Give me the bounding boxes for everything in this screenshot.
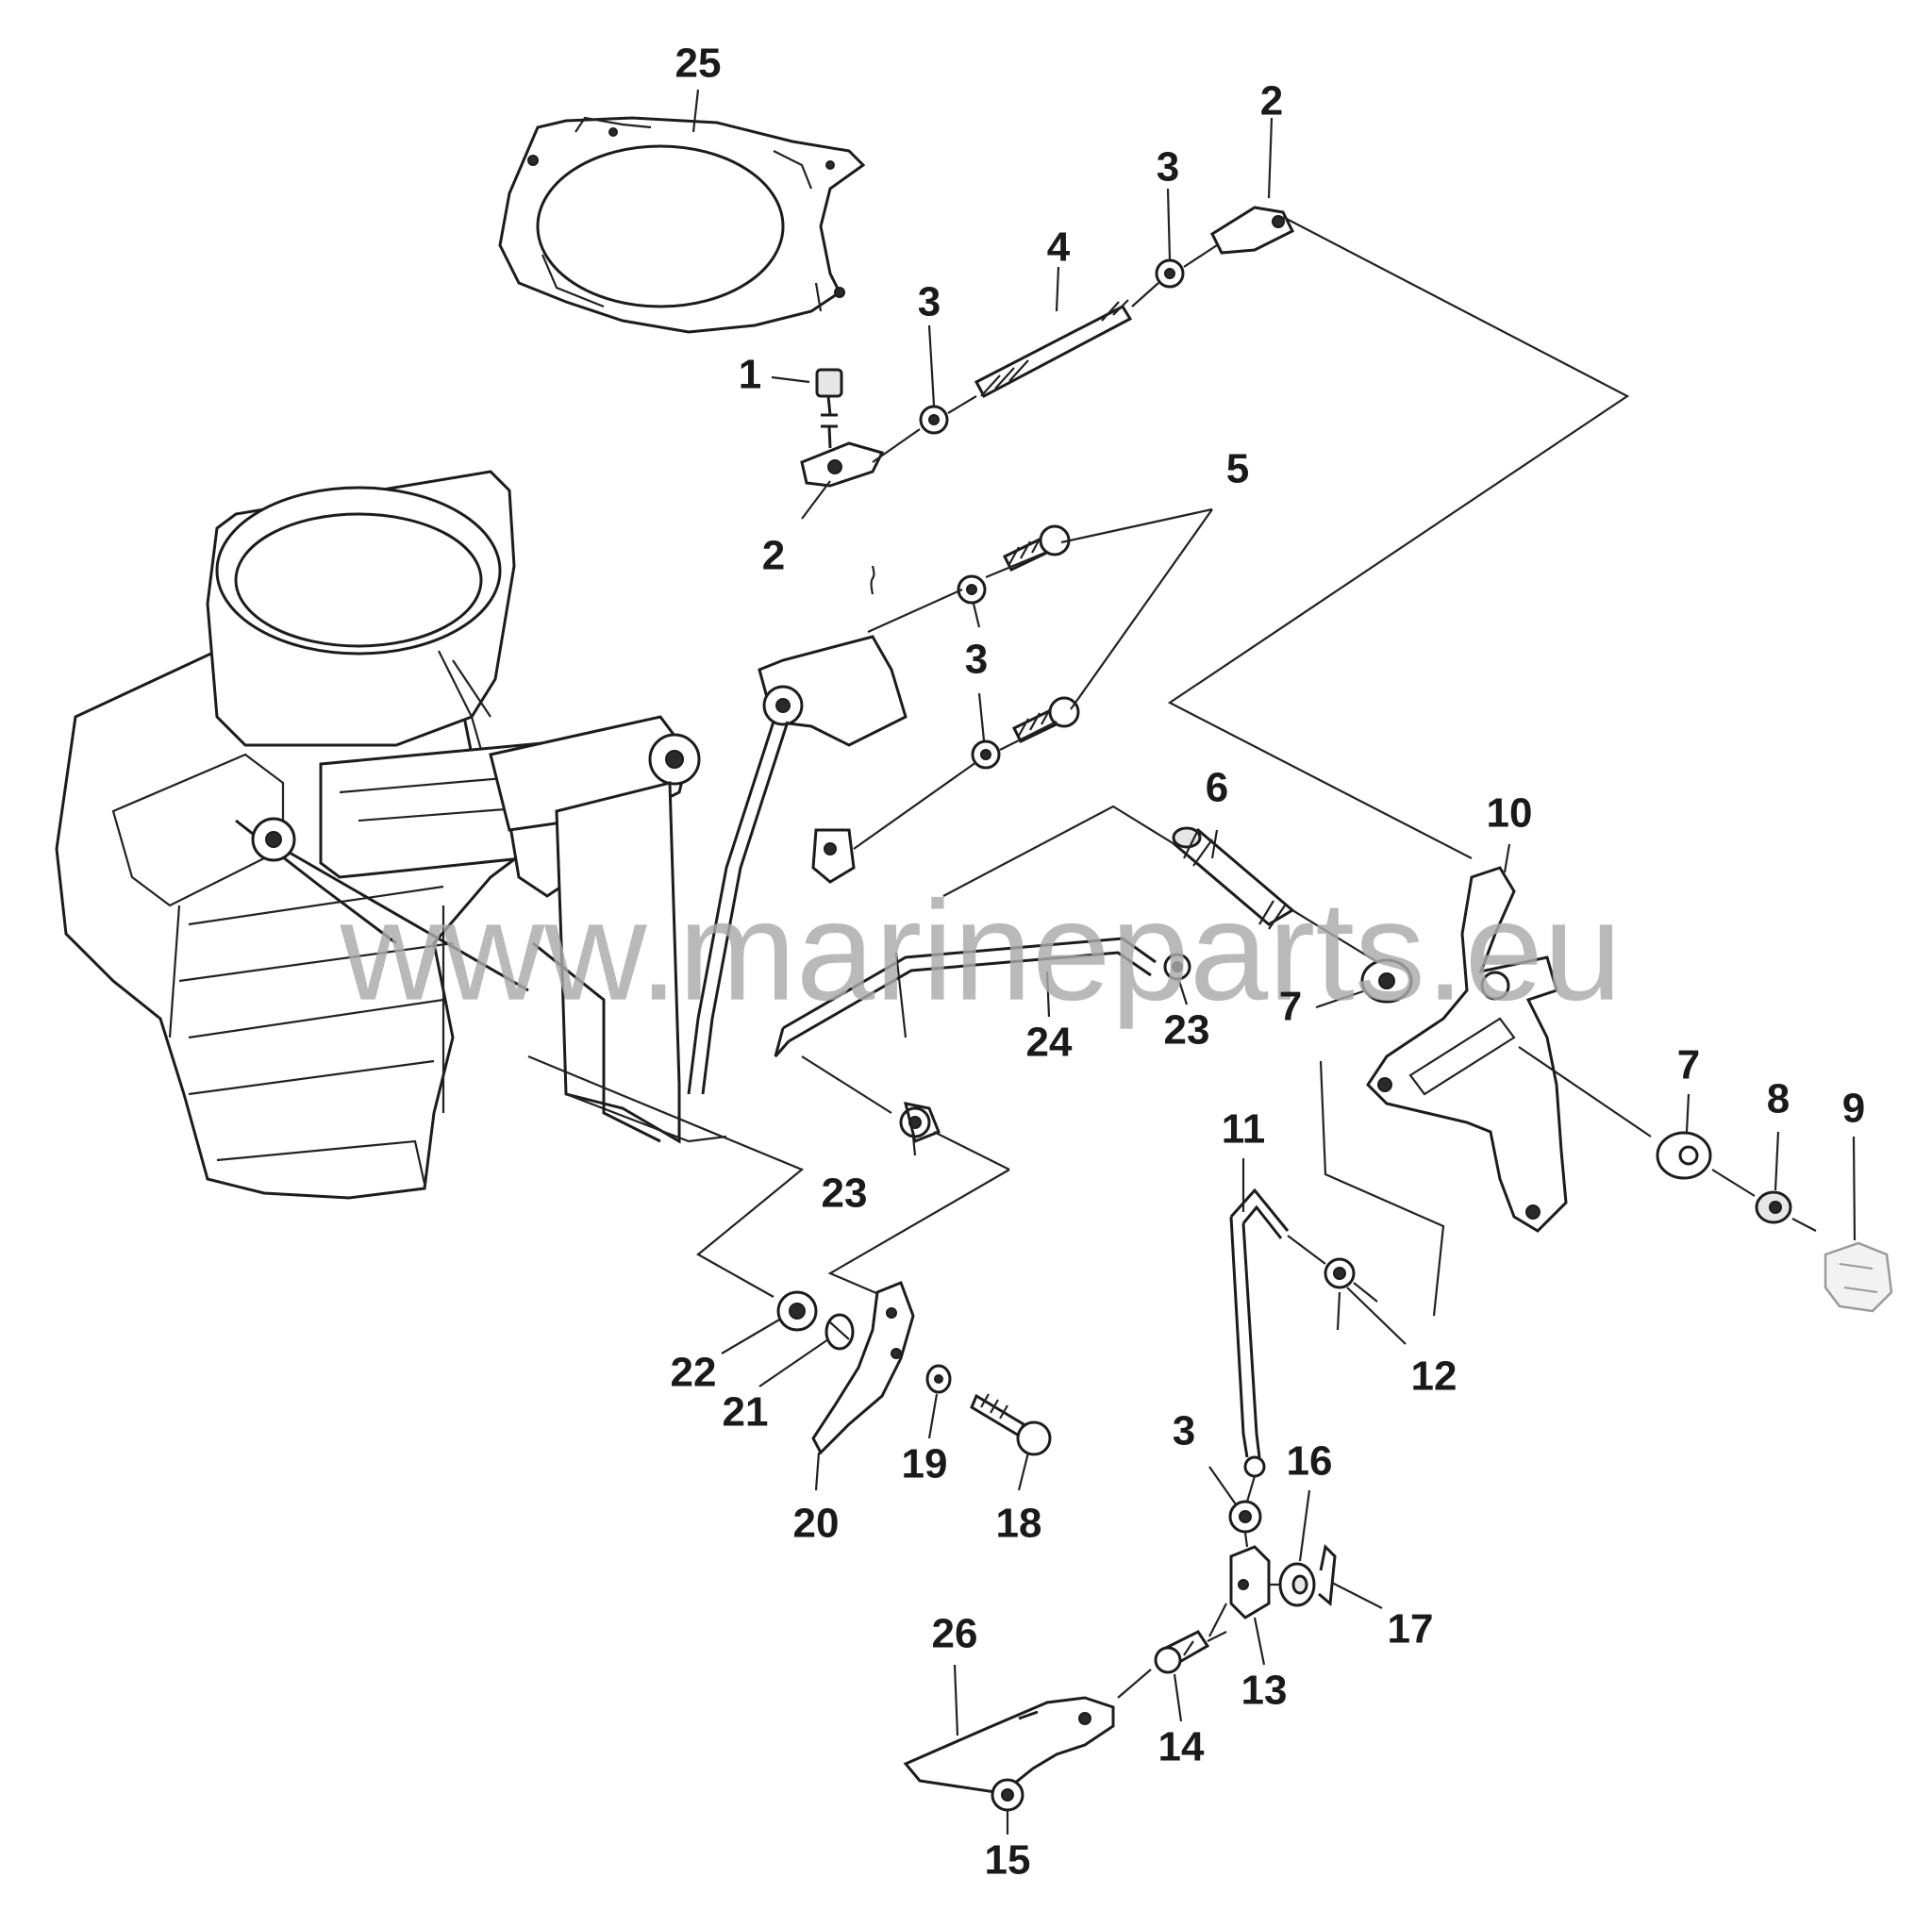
clip-part-17 bbox=[1318, 1543, 1337, 1606]
callout-3-middle: 3 bbox=[965, 637, 988, 683]
callout-9: 9 bbox=[1842, 1086, 1865, 1132]
bushing-lower bbox=[811, 828, 856, 884]
callout-25: 25 bbox=[675, 41, 722, 87]
spacer-part-6 bbox=[942, 805, 1378, 963]
callout-13: 13 bbox=[1241, 1668, 1288, 1714]
ball-socket-part-2-upper bbox=[1210, 206, 1295, 255]
callout-4: 4 bbox=[1047, 224, 1071, 271]
callout-3-lower: 3 bbox=[1173, 1408, 1195, 1454]
connector-part-13 bbox=[1229, 1545, 1271, 1619]
engine-block-drawing bbox=[55, 470, 727, 1200]
callout-3-upper: 3 bbox=[1157, 144, 1179, 191]
callout-3-left: 3 bbox=[918, 279, 941, 325]
clip-part-9 bbox=[1824, 1241, 1893, 1313]
callout-10: 10 bbox=[1487, 790, 1533, 837]
callout-16: 16 bbox=[1287, 1438, 1333, 1485]
watermark-text: www.marineparts.eu bbox=[340, 872, 1623, 1030]
middle-bracket-parts bbox=[687, 524, 1080, 1095]
link-rod-part-24 bbox=[774, 937, 1191, 1171]
callout-6: 6 bbox=[1206, 765, 1228, 811]
callout-24: 24 bbox=[1026, 1020, 1073, 1066]
callout-26: 26 bbox=[932, 1611, 978, 1657]
washer-parts-7-8-9 bbox=[1360, 958, 1893, 1313]
carburetor-flange-part-25 bbox=[498, 116, 866, 334]
callout-20: 20 bbox=[793, 1501, 840, 1547]
callout-labels: 25 2 3 4 3 1 2 5 3 6 10 7 23 24 7 8 9 11… bbox=[671, 41, 1866, 1884]
callout-7-right: 7 bbox=[1677, 1042, 1700, 1088]
callout-18: 18 bbox=[996, 1501, 1042, 1547]
callout-22: 22 bbox=[671, 1350, 717, 1396]
callout-17: 17 bbox=[1388, 1606, 1434, 1653]
callout-14: 14 bbox=[1158, 1724, 1205, 1770]
callout-12: 12 bbox=[1411, 1354, 1457, 1400]
callout-21: 21 bbox=[723, 1389, 769, 1436]
ball-stud-part-1 bbox=[815, 368, 843, 398]
callout-15: 15 bbox=[985, 1837, 1031, 1884]
lower-linkage-parts bbox=[903, 1475, 1337, 1812]
bracket-part-26 bbox=[903, 1696, 1115, 1794]
callout-5: 5 bbox=[1226, 446, 1249, 492]
upper-linkage-parts bbox=[800, 206, 1630, 859]
callout-8: 8 bbox=[1767, 1076, 1790, 1122]
callout-2-upper: 2 bbox=[1260, 78, 1283, 125]
callout-1: 1 bbox=[739, 352, 761, 398]
callout-7-left: 7 bbox=[1279, 984, 1302, 1030]
callout-2-lower: 2 bbox=[762, 533, 785, 579]
callout-leader-lines bbox=[691, 89, 1857, 1835]
callout-23-upper: 23 bbox=[1164, 1007, 1210, 1054]
callout-11: 11 bbox=[1222, 1106, 1266, 1153]
link-rod-part-11 bbox=[1229, 1188, 1378, 1478]
lever-part-20 bbox=[811, 1281, 915, 1455]
lower-left-lever-parts bbox=[527, 1055, 1052, 1456]
throttle-lever-part-10 bbox=[1319, 866, 1568, 1317]
callout-19: 19 bbox=[902, 1441, 948, 1487]
callout-23-lower: 23 bbox=[822, 1171, 868, 1217]
